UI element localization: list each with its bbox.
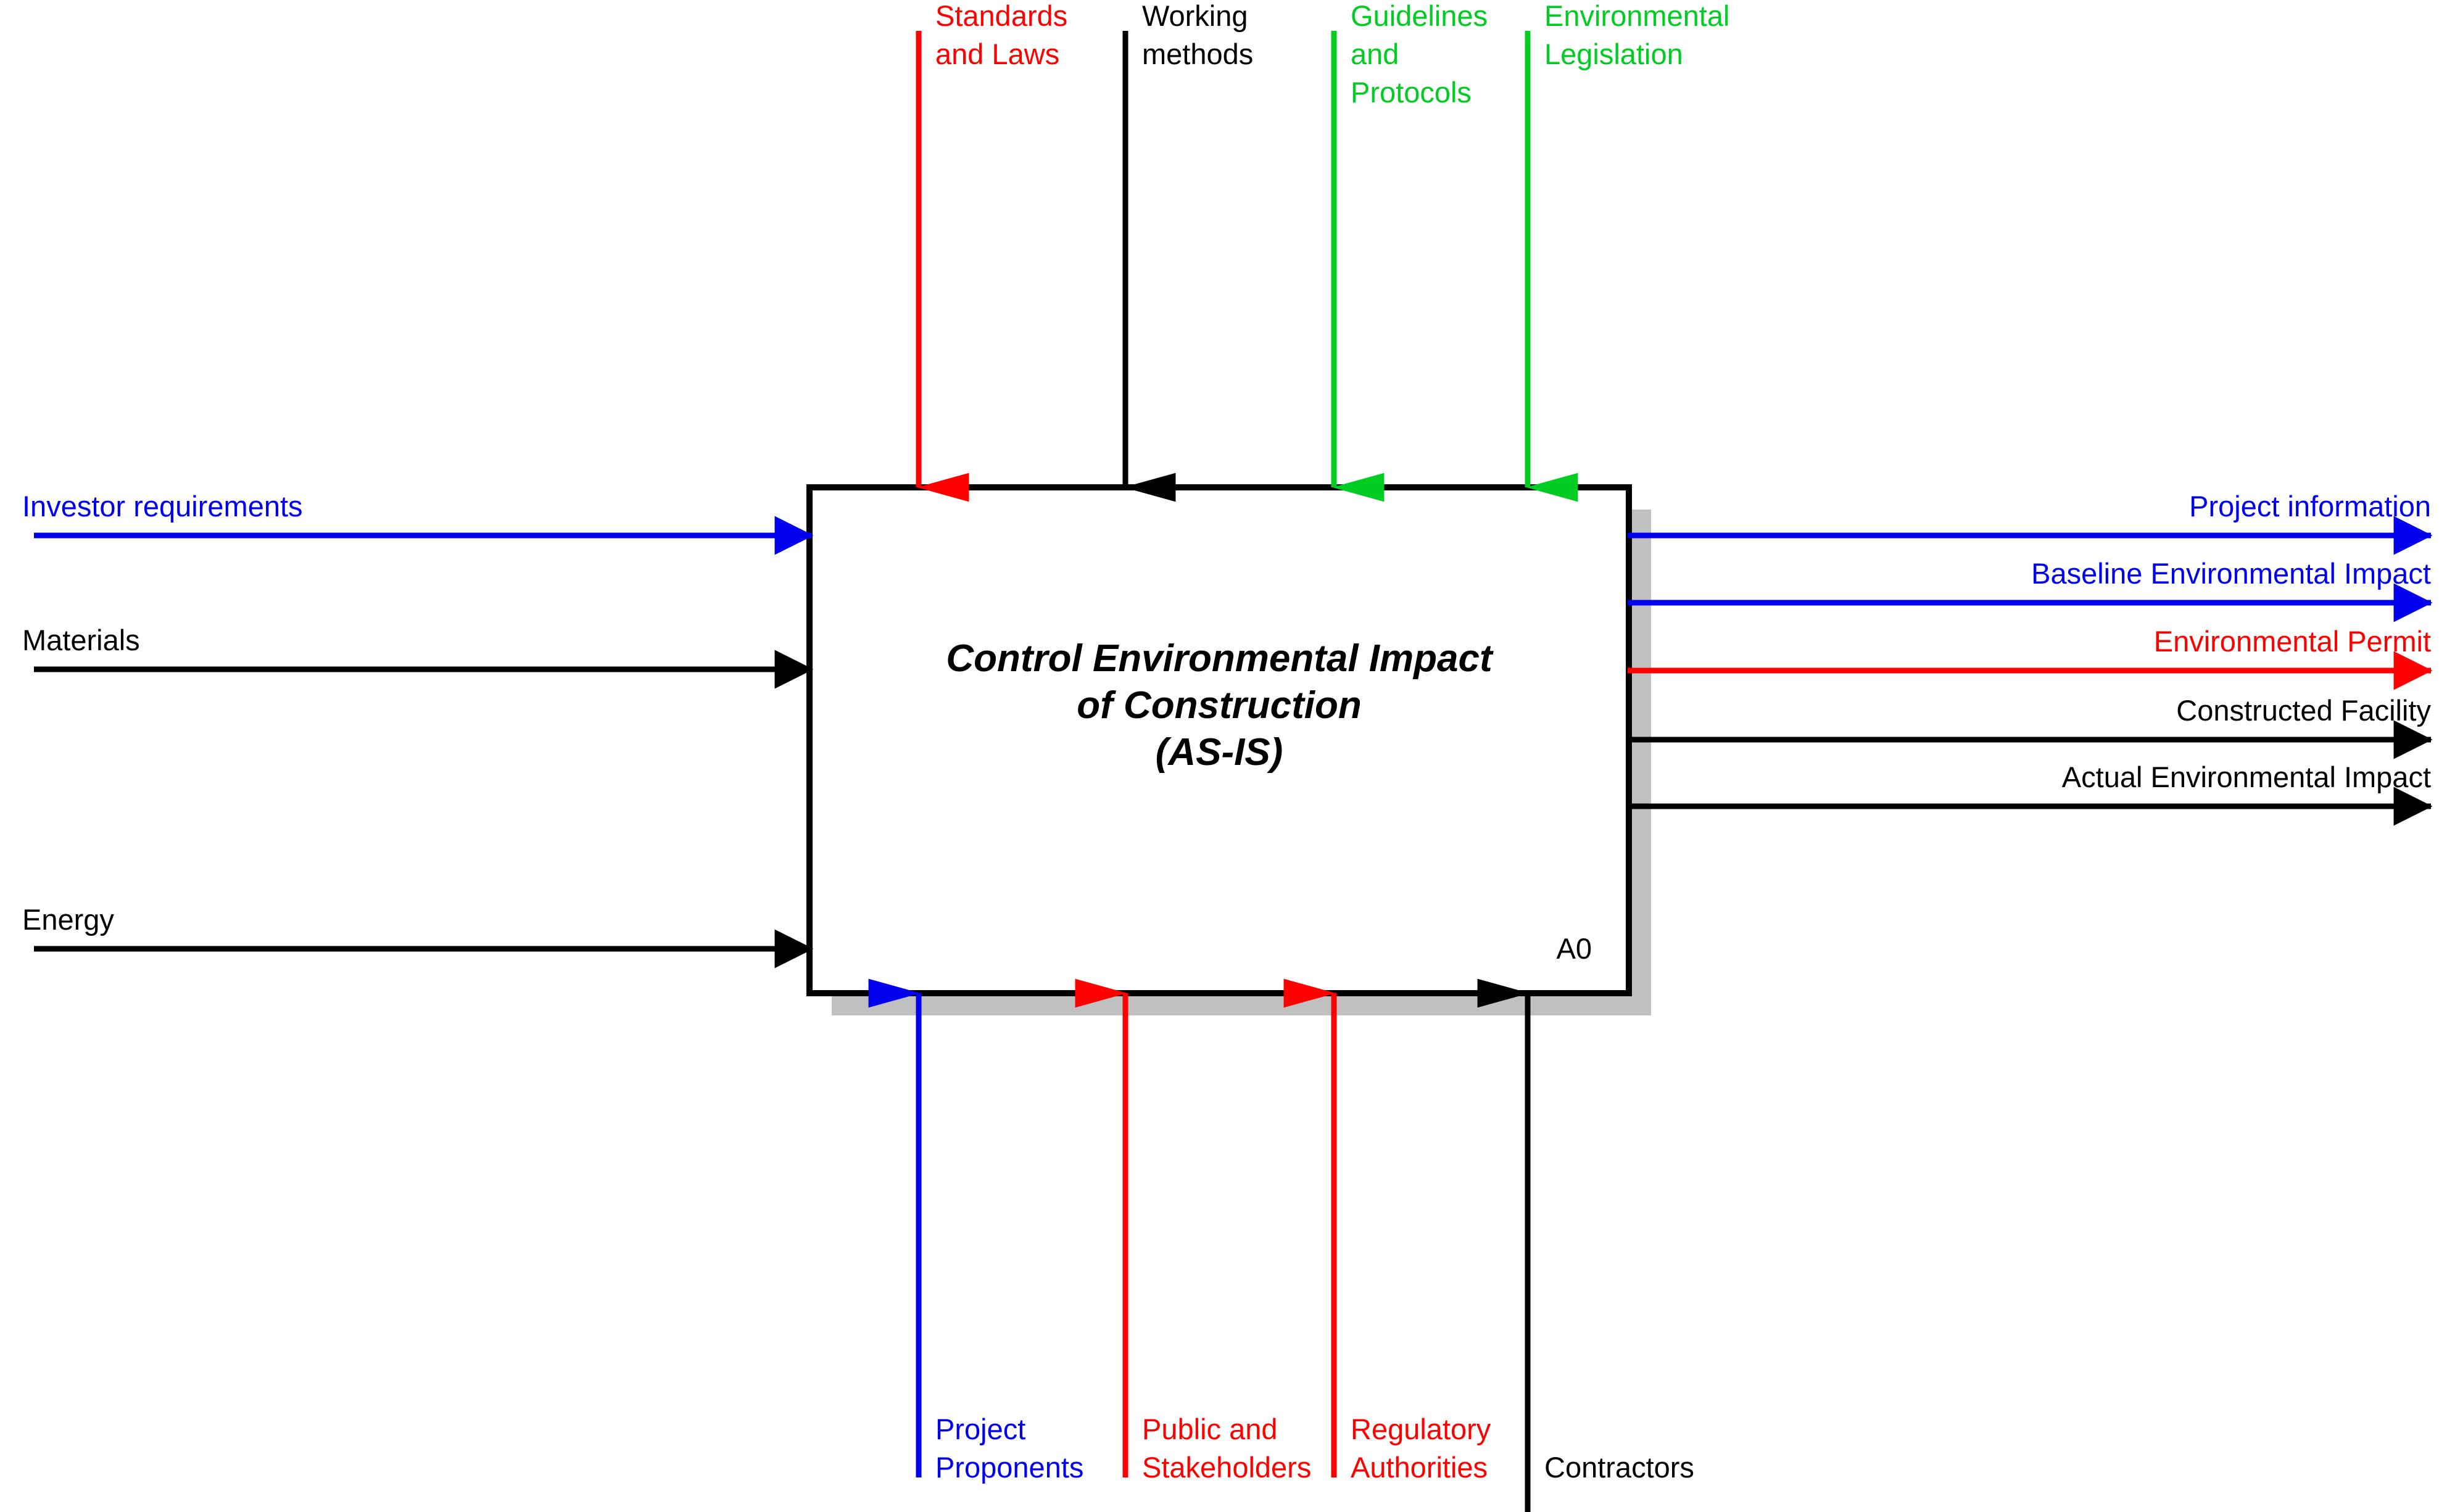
control-label-standards-and-laws: Standards and Laws [935,0,1068,70]
output-label-environmental-permit: Environmental Permit [2153,625,2431,658]
output-label-constructed-facility: Constructed Facility [2176,694,2431,727]
mechanism-label-regulatory-authorities: Regulatory Authorities [1351,1413,1491,1484]
output-label-baseline-environmental-impact: Baseline Environmental Impact [2031,557,2431,590]
mechanism-label-contractors: Contractors [1544,1451,1694,1484]
output-label-project-information: Project information [2189,490,2431,523]
activity-box[interactable] [806,484,1632,996]
activity-box-title: Control Environmental Impact of Construc… [946,637,1493,774]
mechanism-label-project-proponents: Project Proponents [935,1413,1084,1484]
input-label-materials: Materials [22,624,140,656]
output-label-actual-environmental-impact: Actual Environmental Impact [2061,761,2431,793]
control-label-guidelines-and-protocols: Guidelines and Protocols [1351,0,1488,109]
activity-node-code: A0 [1556,932,1592,965]
mechanism-label-public-and-stakeholders: Public and Stakeholders [1142,1413,1312,1484]
input-label-energy: Energy [22,903,114,936]
input-label-investor-requirements: Investor requirements [22,490,303,523]
control-label-environmental-legislation: Environmental Legislation [1544,0,1730,70]
control-label-working-methods: Working methods [1142,0,1254,70]
